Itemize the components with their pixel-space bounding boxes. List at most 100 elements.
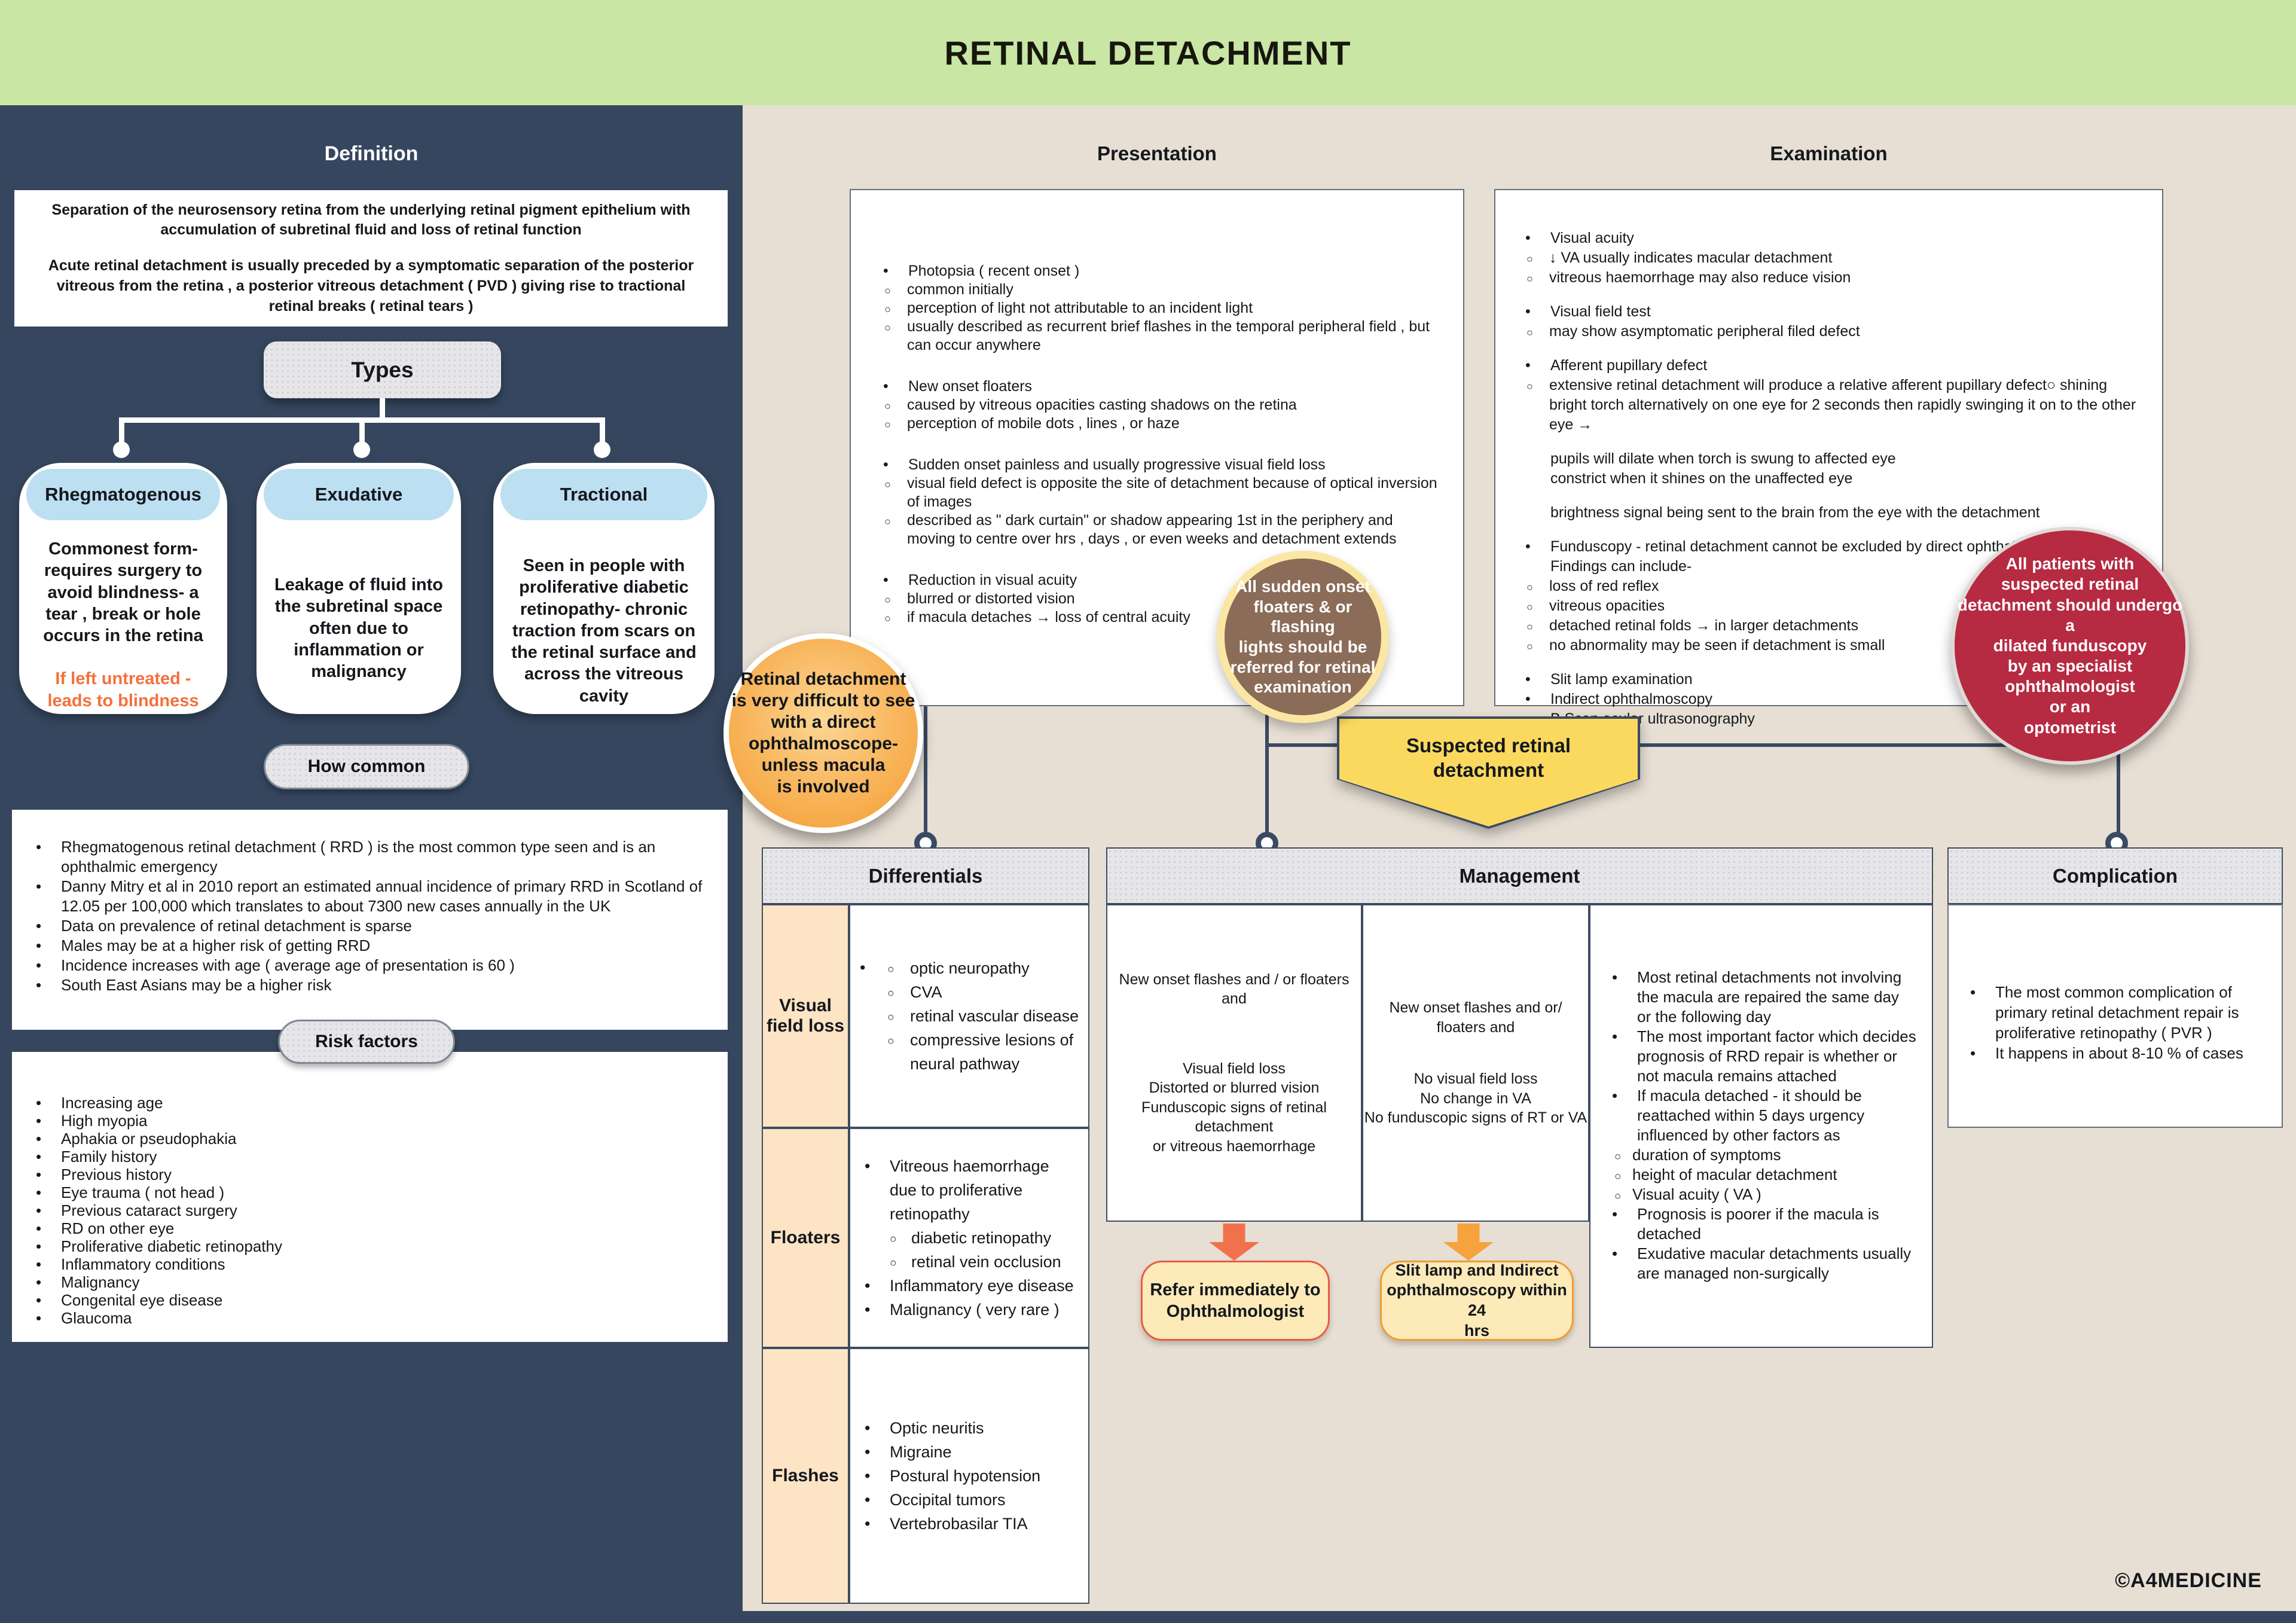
callout-dilated-funduscopy-circle: All patients with suspected retinal deta… [1951,527,2189,765]
down-arrow-icon [1443,1224,1494,1261]
connector-line [359,417,365,444]
bullet-item: optic neuropathy CVA retinal vascular di… [859,956,1080,1076]
refer-immediately-box: Refer immediately to Ophthalmologist [1141,1261,1330,1341]
note-line: brightness signal being sent to the brai… [1550,504,2040,521]
type-card-rhegmatogenous: Rhegmatogenous Commonest form- requires … [19,463,227,714]
presentation-group: New onset floaters caused by vitreous op… [877,377,1443,434]
sub-item: diabetic retinopathy [859,1226,1080,1251]
bullet-item: It happens in about 8-10 % of cases [1964,1043,2267,1063]
callout-referral-circle: All sudden onset floaters & or flashing … [1217,551,1389,723]
bullet-item: Exudative macular detachments usually ar… [1606,1244,1916,1283]
sub-item: perception of mobile dots , lines , or h… [877,414,1443,434]
presentation-heading: Presentation [1097,142,1217,164]
examination-group: Visual acuity ↓ VA usually indicates mac… [1519,228,2144,289]
bullet-item: Vertebrobasilar TIA [859,1512,1080,1536]
connector-line [380,398,385,420]
sub-item: visual field defect is opposite the site… [877,474,1443,511]
connector-line [2117,743,2120,833]
bullet-item: Photopsia ( recent onset ) [877,262,1443,280]
examination-group: Visual field test may show asymptomatic … [1519,302,2144,343]
risk-factors-heading: Risk factors [278,1020,455,1064]
sub-item: CVA [880,980,1080,1005]
sub-item: usually described as recurrent brief fla… [877,318,1443,355]
differentials-row-content: Optic neuritis Migraine Postural hypoten… [849,1348,1089,1604]
examination-group: Funduscopy - retinal detachment cannot b… [1519,537,2144,657]
criteria-text: No visual field loss No change in VA No … [1364,1070,1587,1127]
type-card-tractional: Tractional Seen in people with prolifera… [493,463,715,714]
list-item: Data on prevalence of retinal detachment… [30,916,711,936]
definition-heading: Definition [324,142,419,165]
list-item: High myopia [30,1112,711,1130]
bullet-item: The most common complication of primary … [1964,982,2267,1043]
examination-group: Afferent pupillary defect extensive reti… [1519,356,2144,435]
list-item: Family history [30,1148,711,1166]
list-item: Rhegmatogenous retinal detachment ( RRD … [30,837,711,877]
presentation-group: Reduction in visual acuity blurred or di… [877,571,1443,628]
slit-lamp-24hrs-box: Slit lamp and Indirect ophthalmoscopy wi… [1380,1261,1574,1341]
bullet-item: Afferent pupillary defect [1519,356,2144,376]
connector-line [1265,706,1269,833]
list-item: Previous history [30,1166,711,1183]
title-banner: RETINAL DETACHMENT [0,0,2296,105]
bullet-item: Funduscopy - retinal detachment cannot b… [1519,537,2144,557]
list-item: Danny Mitry et al in 2010 report an esti… [30,877,711,916]
examination-heading: Examination [1770,142,1888,164]
how-common-box: Rhegmatogenous retinal detachment ( RRD … [12,810,728,1030]
bottom-border-strip [0,1611,2296,1623]
bullet-item: Prognosis is poorer if the macula is det… [1606,1204,1916,1244]
risk-factors-box: Increasing age High myopia Aphakia or ps… [12,1052,728,1342]
connector-line [119,417,124,444]
differentials-row-label: Visual field loss [762,904,849,1128]
list-item: Inflammatory conditions [30,1255,711,1273]
sub-item: no abnormality may be seen if detachment… [1519,636,2144,657]
left-panel: Definition Separation of the neurosensor… [0,105,743,1623]
management-column-notes: Most retinal detachments not involving t… [1589,904,1933,1348]
definition-paragraph: Acute retinal detachment is usually prec… [48,257,694,315]
note-line: constrict when it shines on the unaffect… [1550,470,1853,487]
differentials-header: Differentials [762,847,1089,904]
bullet-item: Optic neuritis [859,1416,1080,1440]
type-card-text: Leakage of fluid into the subretinal spa… [274,575,443,681]
bullet-item: New onset floaters [877,377,1443,396]
management-header: Management [1106,847,1933,904]
types-button: Types [264,341,501,398]
sub-item: Visual acuity ( VA ) [1606,1185,1916,1206]
sub-item: detached retinal folds → in larger detac… [1519,616,2144,637]
connector-line [924,706,927,833]
differentials-row-content: Vitreous haemorrhage due to proliferativ… [849,1128,1089,1348]
type-card-title: Rhegmatogenous [26,469,220,520]
bullet-item: Indirect ophthalmoscopy [1519,690,2144,709]
type-card-warning: If left untreated - leads to blindness [47,669,199,710]
note-line: Findings can include- [1550,558,1692,575]
list-item: Previous cataract surgery [30,1201,711,1219]
type-card-title: Exudative [264,469,454,520]
sub-item: perception of light not attributable to … [877,299,1443,319]
list-item: Glaucoma [30,1309,711,1327]
sub-item: if macula detaches → loss of central acu… [877,608,1443,628]
sub-item: blurred or distorted vision [877,590,1443,609]
page-title: RETINAL DETACHMENT [944,33,1352,72]
type-card-exudative: Exudative Leakage of fluid into the subr… [257,463,461,714]
management-column-urgent: New onset flashes and / or floaters and … [1106,904,1362,1222]
complication-box: The most common complication of primary … [1947,904,2283,1128]
examination-note-group: pupils will dilate when torch is swung t… [1519,449,2144,489]
list-item: Increasing age [30,1094,711,1112]
bullet-item: If macula detached - it should be reatta… [1606,1086,1916,1145]
sub-item: common initially [877,280,1443,300]
banner-text: Suspected retinal detachment [1339,719,1638,826]
differentials-row-content: optic neuropathy CVA retinal vascular di… [849,904,1089,1128]
bullet-item: Vitreous haemorrhage due to proliferativ… [859,1154,1080,1226]
connector-dot [353,441,370,458]
how-common-heading: How common [264,744,469,789]
sub-item: vitreous opacities [1519,596,2144,617]
sub-item: retinal vein occlusion [859,1250,1080,1275]
bullet-item: The most important factor which decides … [1606,1027,1916,1086]
type-card-title: Tractional [500,469,707,520]
sub-item: caused by vitreous opacities casting sha… [877,396,1443,416]
connector-dot [594,441,610,458]
sub-item: loss of red reflex [1519,576,2144,597]
differentials-row-label: Floaters [762,1128,849,1348]
sub-item: duration of symptoms [1606,1145,1916,1166]
sub-item: described as " dark curtain" or shadow a… [877,511,1443,548]
sub-item: optic neuropathy [880,956,1080,981]
